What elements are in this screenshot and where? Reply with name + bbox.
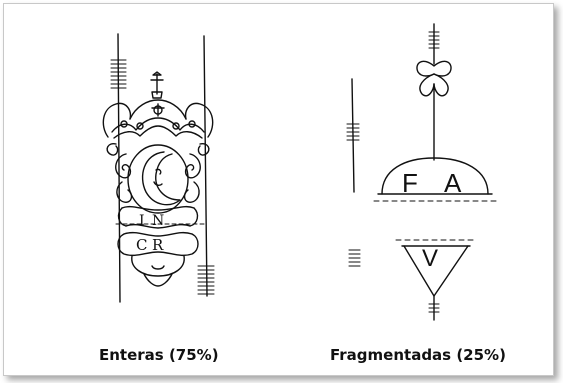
caption-whole: Enteras (75%) bbox=[99, 346, 219, 364]
left-letter-i: I bbox=[139, 213, 145, 229]
fragmented-watermark-drawing bbox=[346, 23, 497, 321]
caption-fragmented: Fragmentadas (25%) bbox=[330, 346, 506, 364]
right-letter-f: F bbox=[402, 168, 418, 198]
right-letter-v: V bbox=[422, 245, 438, 272]
right-letter-a: A bbox=[444, 168, 462, 198]
left-letter-r: R bbox=[152, 236, 164, 254]
figure-frame: I N C R F A V Enteras (75%) Fragmentadas… bbox=[3, 3, 554, 376]
left-letter-n: N bbox=[152, 213, 164, 229]
left-letter-c: C bbox=[136, 236, 147, 254]
watermark-drawings: I N C R F A V bbox=[102, 23, 497, 321]
whole-watermark-drawing bbox=[102, 33, 215, 303]
